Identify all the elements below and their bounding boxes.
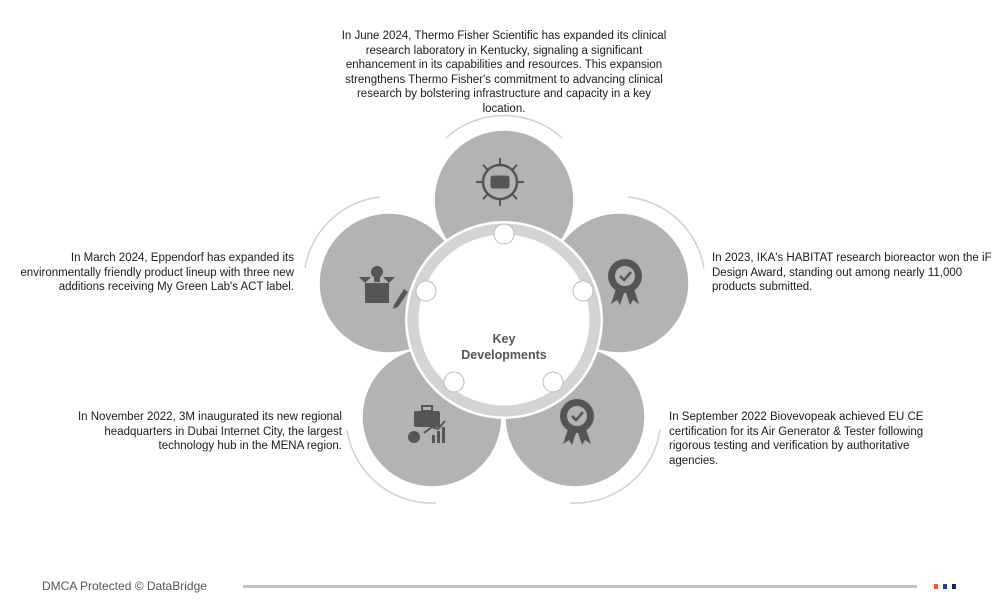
ring-node bbox=[415, 280, 437, 302]
development-text-right-upper: In 2023, IKA's HABITAT research bioreact… bbox=[712, 252, 992, 293]
footer-divider bbox=[243, 585, 917, 588]
center-disc bbox=[419, 235, 589, 405]
product-idea-icon bbox=[359, 266, 408, 309]
brand-square-blue bbox=[943, 584, 947, 589]
center-label-line: Key bbox=[492, 332, 516, 346]
brand-square-navy bbox=[952, 584, 956, 589]
award-badge-icon bbox=[560, 399, 594, 445]
business-growth-icon bbox=[408, 405, 446, 443]
ring-node bbox=[572, 280, 594, 302]
development-text-top: In June 2024, Thermo Fisher Scientific h… bbox=[341, 30, 667, 115]
award-badge-icon bbox=[608, 259, 642, 305]
center-label-line: Developments bbox=[461, 348, 547, 362]
outer-arcs bbox=[304, 114, 705, 504]
ring-node bbox=[443, 371, 465, 393]
development-text-left-lower: In November 2022, 3M inaugurated its new… bbox=[77, 411, 342, 452]
center-label: Key Developments bbox=[444, 331, 564, 363]
development-text-right-lower: In September 2022 Biovevopeak achieved E… bbox=[669, 411, 924, 467]
ring-node bbox=[542, 371, 564, 393]
footer-dmca-text: DMCA Protected © DataBridge bbox=[42, 579, 207, 593]
ring-node bbox=[493, 223, 515, 245]
brand-square-orange bbox=[934, 584, 938, 589]
development-text-left-upper: In March 2024, Eppendorf has expanded it… bbox=[20, 252, 294, 293]
distribution-box-icon bbox=[476, 158, 524, 206]
